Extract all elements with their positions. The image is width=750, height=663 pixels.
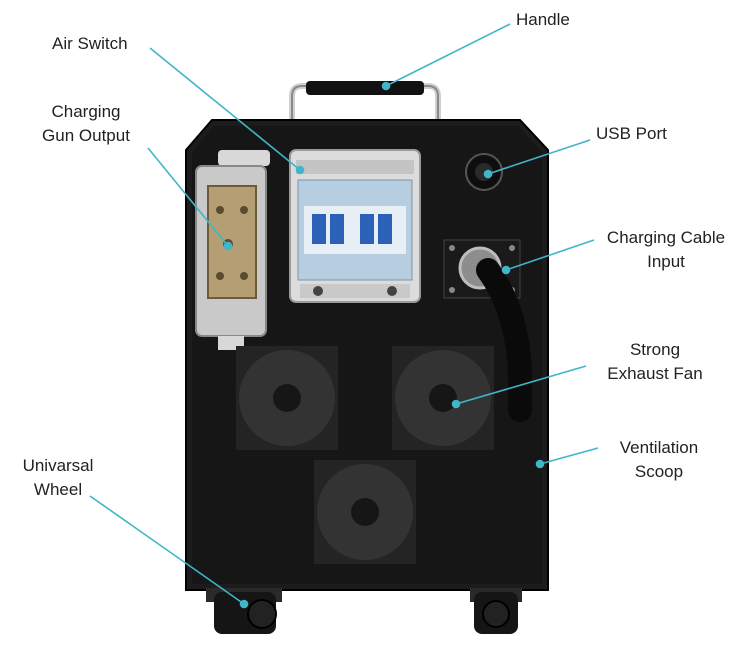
label-ventilation-scoop-line2: Scoop	[634, 462, 684, 481]
leader-charging-gun-output	[147, 147, 229, 247]
label-charging-gun-output-line1: Charging	[51, 102, 121, 121]
wheel-left	[206, 588, 282, 634]
label-air-switch: Air Switch	[52, 34, 128, 53]
label-usb-port: USB Port	[596, 124, 667, 143]
handle	[289, 81, 441, 122]
label-strong-exhaust-fan-line1: Strong	[629, 340, 681, 359]
label-strong-exhaust-fan-line2: Exhaust Fan	[607, 364, 703, 383]
exhaust-fan-3	[314, 460, 416, 564]
label-handle: Handle	[516, 10, 570, 29]
leader-ventilation-scoop	[539, 447, 599, 465]
leader-usb-port	[487, 139, 591, 175]
leader-universal-wheel	[89, 495, 245, 605]
usb-port	[465, 153, 503, 191]
label-universal-wheel-line2: Wheel	[33, 480, 83, 499]
label-charging-cable-input-line2: Input	[647, 252, 685, 271]
leader-handle	[385, 23, 511, 87]
label-strong-exhaust-fan: Strong Exhaust Fan	[596, 338, 714, 386]
leader-charging-cable-input	[505, 239, 595, 271]
leader-air-switch	[149, 47, 301, 171]
charging-cable-input	[443, 239, 532, 422]
label-charging-cable-input: Charging Cable Input	[596, 226, 736, 274]
label-universal-wheel: Univarsal Wheel	[8, 454, 108, 502]
leader-lines	[89, 23, 599, 609]
label-charging-gun-output: Charging Gun Output	[28, 100, 144, 148]
leader-strong-exhaust-fan	[455, 365, 587, 405]
exhaust-fan-1	[236, 346, 338, 450]
charging-gun-output	[195, 150, 270, 350]
label-ventilation-scoop: Ventilation Scoop	[604, 436, 714, 484]
air-switch-box	[289, 149, 421, 303]
label-charging-gun-output-line2: Gun Output	[42, 126, 130, 145]
label-ventilation-scoop-line1: Ventilation	[619, 438, 699, 457]
label-charging-cable-input-line1: Charging Cable	[606, 228, 726, 247]
label-universal-wheel-line1: Univarsal	[22, 456, 94, 475]
wheel-right	[470, 588, 522, 634]
